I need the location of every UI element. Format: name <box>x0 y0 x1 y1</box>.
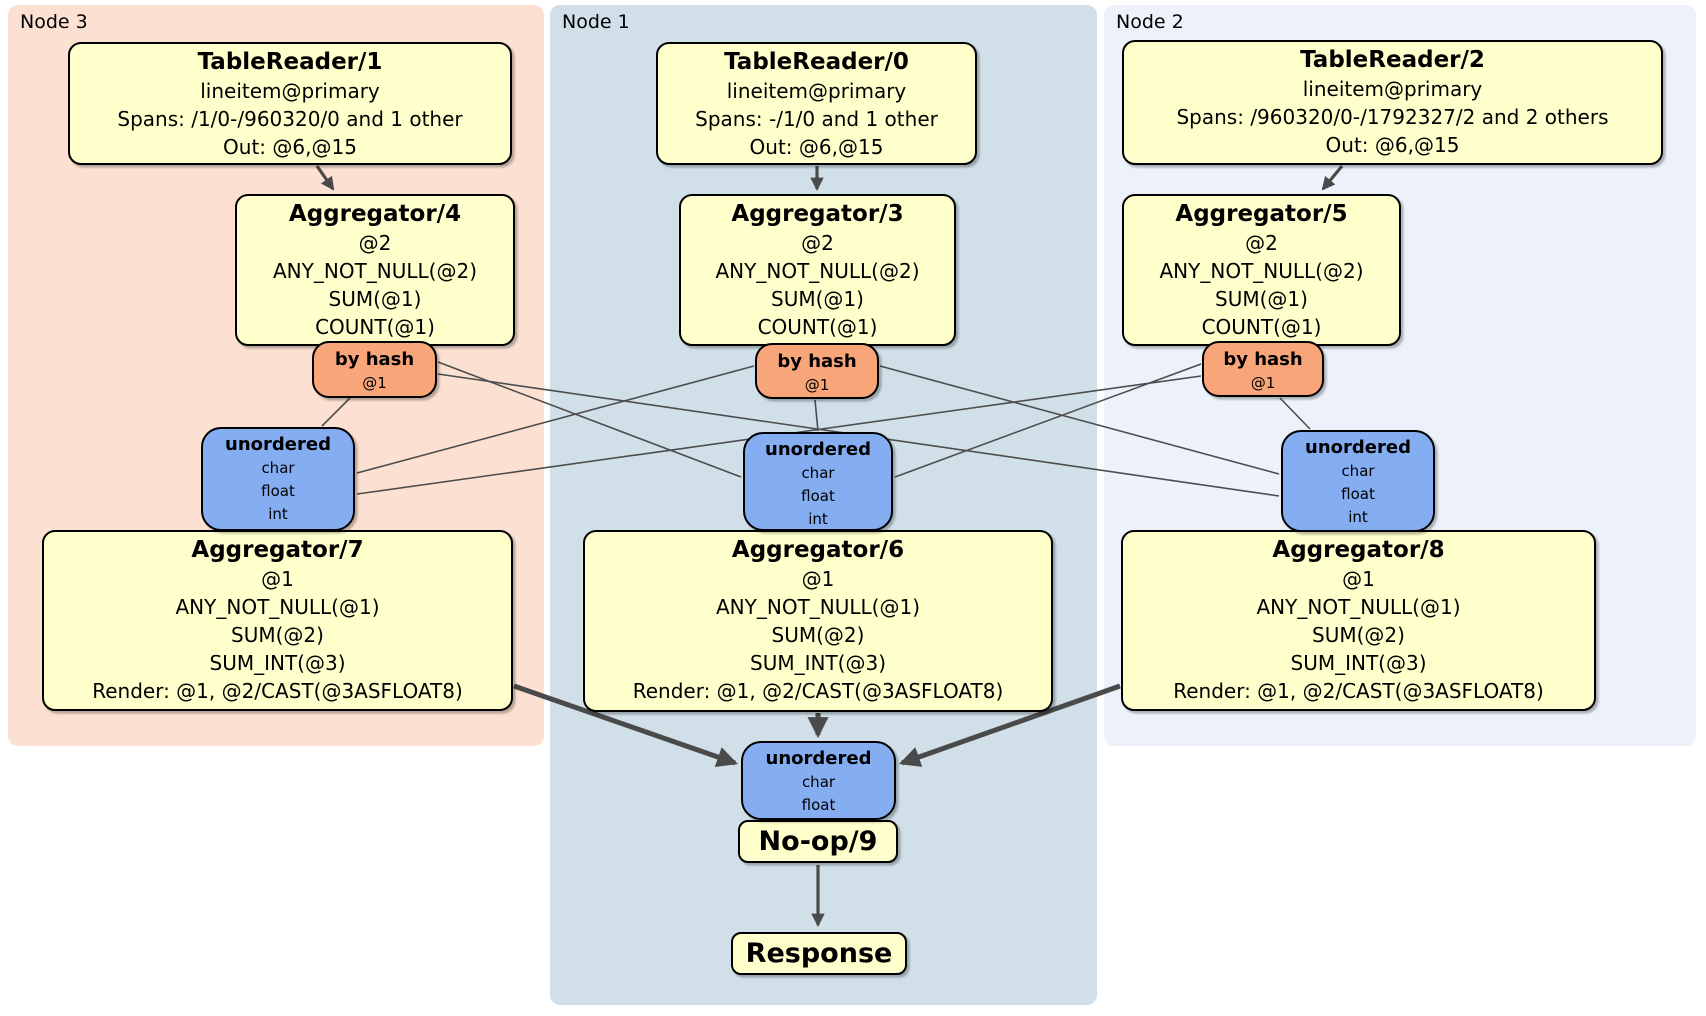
aggregator-5-box: Aggregator/5 @2 ANY_NOT_NULL(@2) SUM(@1)… <box>1122 194 1401 346</box>
router-title: by hash <box>1223 349 1303 370</box>
box-line: @1 <box>801 567 835 591</box>
hash-router-node2: by hash @1 <box>1202 341 1324 397</box>
router-key: @1 <box>1250 374 1276 392</box>
box-line: Out: @6,@15 <box>1325 133 1460 157</box>
box-line: @2 <box>801 231 834 255</box>
sync-type: int <box>1348 508 1368 526</box>
aggregator-4-box: Aggregator/4 @2 ANY_NOT_NULL(@2) SUM(@1)… <box>235 194 515 346</box>
box-line: @2 <box>1245 231 1278 255</box>
box-line: ANY_NOT_NULL(@1) <box>175 595 380 619</box>
sync-type: float <box>801 796 836 814</box>
aggregator-6-box: Aggregator/6 @1 ANY_NOT_NULL(@1) SUM(@2)… <box>583 530 1053 712</box>
sync-title: unordered <box>765 439 871 460</box>
box-title: Aggregator/8 <box>1272 537 1445 563</box>
box-line: ANY_NOT_NULL(@2) <box>273 259 477 283</box>
box-line: SUM_INT(@3) <box>750 651 886 675</box>
box-line: SUM(@1) <box>771 287 864 311</box>
sync-type: char <box>1341 462 1375 480</box>
unordered-sync-final: unordered char float <box>741 741 896 820</box>
tablereader-2-box: TableReader/2 lineitem@primary Spans: /9… <box>1122 40 1663 165</box>
sync-type: char <box>801 773 836 791</box>
box-title: Aggregator/7 <box>191 537 364 563</box>
unordered-sync-node2: unordered char float int <box>1281 430 1435 532</box>
box-line: ANY_NOT_NULL(@1) <box>1256 595 1461 619</box>
box-line: COUNT(@1) <box>1201 315 1322 339</box>
box-line: SUM(@1) <box>1215 287 1308 311</box>
tablereader-to-aggregator-arrows <box>315 164 1344 192</box>
aggregator-8-box: Aggregator/8 @1 ANY_NOT_NULL(@1) SUM(@2)… <box>1121 530 1596 711</box>
box-line: COUNT(@1) <box>757 315 878 339</box>
box-line: @2 <box>358 231 392 255</box>
router-key: @1 <box>804 376 830 394</box>
unordered-sync-node1: unordered char float int <box>743 432 893 531</box>
box-title: TableReader/1 <box>197 49 383 75</box>
box-line: lineitem@primary <box>1302 77 1483 101</box>
box-line: ANY_NOT_NULL(@2) <box>1159 259 1364 283</box>
sync-type: float <box>261 482 295 500</box>
tablereader-1-box: TableReader/1 lineitem@primary Spans: /1… <box>68 42 512 165</box>
box-title: Aggregator/6 <box>731 537 905 563</box>
box-line: Out: @6,@15 <box>749 135 884 159</box>
box-line: @1 <box>1342 567 1375 591</box>
box-title: Aggregator/4 <box>288 201 462 227</box>
box-line: Out: @6,@15 <box>223 135 357 159</box>
box-line: Spans: /1/0-/960320/0 and 1 other <box>117 107 463 131</box>
box-title: Aggregator/5 <box>1175 201 1348 227</box>
sync-type: float <box>1341 485 1375 503</box>
node3-region-label: Node 3 <box>20 11 88 33</box>
box-line: lineitem@primary <box>200 79 380 103</box>
box-title: Aggregator/3 <box>731 201 904 227</box>
aggregator-to-sync-arrows <box>513 683 1121 768</box>
hash-router-node1: by hash @1 <box>755 343 879 399</box>
box-line: lineitem@primary <box>726 79 907 103</box>
sync-type: char <box>261 459 295 477</box>
box-line: Render: @1, @2/CAST(@3ASFLOAT8) <box>1173 679 1544 703</box>
box-line: SUM(@2) <box>231 623 324 647</box>
node1-region-label: Node 1 <box>562 11 630 33</box>
sync-title: unordered <box>225 434 331 455</box>
box-line: Render: @1, @2/CAST(@3ASFLOAT8) <box>632 679 1004 703</box>
box-line: SUM(@1) <box>328 287 422 311</box>
router-key: @1 <box>362 374 387 392</box>
node2-region-label: Node 2 <box>1116 11 1184 33</box>
box-title: TableReader/2 <box>1300 47 1485 73</box>
box-title: No-op/9 <box>758 826 878 857</box>
sync-type: int <box>268 505 288 523</box>
box-line: SUM_INT(@3) <box>209 651 346 675</box>
sync-type: float <box>801 487 835 505</box>
tablereader-0-box: TableReader/0 lineitem@primary Spans: -/… <box>656 42 977 165</box>
box-title: TableReader/0 <box>724 49 909 75</box>
box-line: SUM(@2) <box>1312 623 1405 647</box>
response-box: Response <box>731 932 907 975</box>
hash-router-node3: by hash @1 <box>312 341 437 398</box>
router-title: by hash <box>334 349 415 370</box>
router-title: by hash <box>777 351 857 372</box>
box-line: SUM(@2) <box>771 623 865 647</box>
box-line: Spans: /960320/0-/1792327/2 and 2 others <box>1176 105 1609 129</box>
box-line: ANY_NOT_NULL(@1) <box>716 595 920 619</box>
aggregator-3-box: Aggregator/3 @2 ANY_NOT_NULL(@2) SUM(@1)… <box>679 194 956 346</box>
sync-type: char <box>801 464 835 482</box>
unordered-sync-node3: unordered char float int <box>201 427 355 531</box>
box-line: SUM_INT(@3) <box>1290 651 1427 675</box>
sync-type: int <box>808 510 828 528</box>
box-line: ANY_NOT_NULL(@2) <box>715 259 920 283</box>
aggregator-7-box: Aggregator/7 @1 ANY_NOT_NULL(@1) SUM(@2)… <box>42 530 513 711</box>
noop-box: No-op/9 <box>738 820 898 863</box>
box-line: COUNT(@1) <box>315 315 435 339</box>
sync-title: unordered <box>1305 437 1411 458</box>
box-line: @1 <box>261 567 294 591</box>
box-line: Render: @1, @2/CAST(@3ASFLOAT8) <box>92 679 463 703</box>
sync-title: unordered <box>765 748 872 769</box>
box-title: Response <box>745 938 893 969</box>
box-line: Spans: -/1/0 and 1 other <box>695 107 938 131</box>
